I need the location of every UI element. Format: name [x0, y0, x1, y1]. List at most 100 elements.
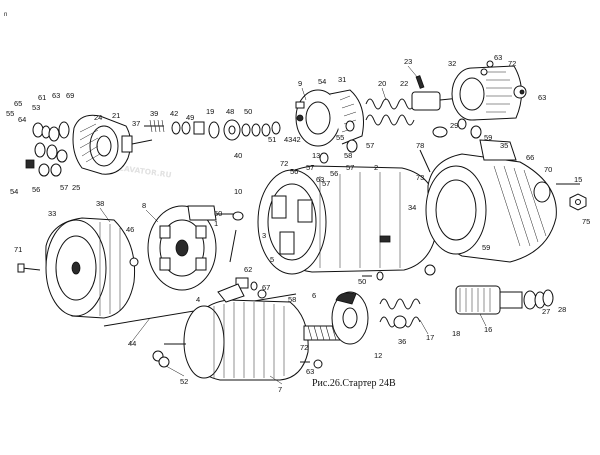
callout-72: 72 — [280, 159, 288, 168]
callout-16: 16 — [484, 325, 492, 334]
callout-10: 10 — [234, 187, 242, 196]
callout-50: 50 — [358, 277, 366, 286]
callout-4342: 4342 — [284, 135, 301, 144]
callout-27: 27 — [542, 307, 550, 316]
callout-19: 19 — [206, 107, 214, 116]
callout-8: 8 — [142, 201, 146, 210]
callout-4: 4 — [196, 295, 200, 304]
nut-75 — [569, 193, 587, 211]
callout-15: 15 — [574, 175, 582, 184]
callout-63: 63 — [316, 175, 324, 184]
callout-39: 39 — [150, 109, 158, 118]
callout-3: 3 — [262, 231, 266, 240]
callout-63: 63 — [52, 91, 60, 100]
callout-36: 36 — [398, 337, 406, 346]
drive-pinion-assembly — [379, 285, 554, 329]
callout-35: 35 — [500, 141, 508, 150]
callout-59: 59 — [484, 133, 492, 142]
callout-71: 71 — [14, 245, 22, 254]
callout-62: 62 — [244, 265, 252, 274]
callout-18: 18 — [452, 329, 460, 338]
callout-66: 66 — [526, 153, 534, 162]
callout-58: 58 — [288, 295, 296, 304]
callout-70: 70 — [544, 165, 552, 174]
callout-28: 28 — [558, 305, 566, 314]
callout-75: 75 — [582, 217, 590, 226]
callout-9: 9 — [298, 79, 302, 88]
callout-55: 55 — [6, 109, 14, 118]
callout-57: 57 — [60, 183, 68, 192]
callout-2: 2 — [374, 163, 378, 172]
motor-frame — [257, 165, 439, 275]
callout-29: 29 — [450, 121, 458, 130]
callout-labels: 23 32 63 72 63 9 54 31 20 22 29 59 61 63… — [6, 53, 590, 394]
callout-60: 60 — [214, 209, 222, 218]
callout-58: 58 — [344, 151, 352, 160]
callout-57: 57 — [346, 163, 354, 172]
callout-21: 21 — [112, 111, 120, 120]
callout-54: 54 — [10, 187, 18, 196]
callout-78: 78 — [416, 141, 424, 150]
callout-7: 7 — [278, 385, 282, 394]
bolt-71 — [17, 263, 41, 273]
callout-40: 40 — [234, 151, 242, 160]
callout-56: 56 — [290, 167, 298, 176]
washer-stack-left — [25, 121, 70, 177]
callout-63: 63 — [494, 53, 502, 62]
callout-63: 63 — [538, 93, 546, 102]
commutator-end-shield — [147, 205, 236, 291]
callout-20: 20 — [378, 79, 386, 88]
solenoid-cap — [295, 89, 364, 164]
callout-23: 23 — [404, 57, 412, 66]
callout-13: 13 — [312, 151, 320, 160]
callout-54: 54 — [318, 77, 326, 86]
corner-mark: n — [4, 12, 7, 18]
callout-55: 55 — [336, 133, 344, 142]
callout-72: 72 — [508, 59, 516, 68]
leader-lines — [99, 65, 487, 385]
callout-57: 57 — [366, 141, 374, 150]
callout-48: 48 — [226, 107, 234, 116]
drive-end-housing — [425, 139, 557, 263]
callout-25: 25 — [72, 183, 80, 192]
armature — [164, 299, 345, 381]
callout-6: 6 — [312, 291, 316, 300]
callout-22: 22 — [400, 79, 408, 88]
callout-37: 37 — [132, 119, 140, 128]
callout-46: 46 — [126, 225, 134, 234]
callout-56: 56 — [32, 185, 40, 194]
terminal-parts-row — [144, 119, 281, 141]
bolt-60 — [229, 211, 244, 263]
callout-51: 51 — [268, 135, 276, 144]
callout-64: 64 — [18, 115, 26, 124]
solenoid-spring-plunger — [365, 75, 461, 126]
callout-32: 32 — [448, 59, 456, 68]
callout-49: 49 — [186, 113, 194, 122]
callout-44: 44 — [128, 339, 136, 348]
callout-17: 17 — [426, 333, 434, 342]
figure-caption: Рис.26.Стартер 24В — [312, 378, 396, 389]
callout-52: 52 — [180, 377, 188, 386]
callout-73: 73 — [416, 173, 424, 182]
callout-1: 1 — [214, 219, 218, 228]
callout-12: 12 — [374, 351, 382, 360]
callout-69: 69 — [66, 91, 74, 100]
callout-61: 61 — [38, 93, 46, 102]
callout-56: 56 — [330, 169, 338, 178]
end-cap-assembly — [72, 114, 153, 175]
callout-67: 67 — [262, 283, 270, 292]
drive-housing-top — [451, 60, 527, 139]
callout-42: 42 — [170, 109, 178, 118]
callout-24: 24 — [94, 113, 102, 122]
small-fasteners — [217, 264, 436, 369]
callout-34: 34 — [408, 203, 416, 212]
washers-52 — [152, 350, 170, 368]
callout-63: 63 — [306, 367, 314, 376]
callout-38: 38 — [96, 199, 104, 208]
rear-cover — [45, 217, 139, 319]
callout-59: 59 — [482, 243, 490, 252]
callout-50: 50 — [244, 107, 252, 116]
callout-53: 53 — [32, 103, 40, 112]
